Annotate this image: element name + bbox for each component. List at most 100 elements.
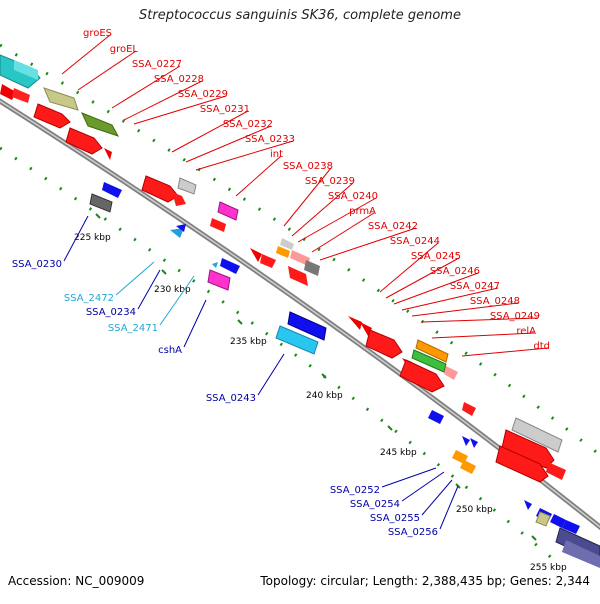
gene-label[interactable]: SSA_0248	[470, 296, 520, 307]
tick-mark	[321, 373, 327, 379]
label-leader-line	[115, 261, 155, 296]
gene-label[interactable]: SSA_0245	[411, 251, 461, 262]
feature-cds	[411, 349, 447, 373]
tick-label: 255 kbp	[530, 563, 567, 573]
gene-label[interactable]: SSA_0243	[206, 393, 256, 404]
label-leader-line	[235, 155, 282, 197]
feature-cds	[415, 339, 449, 363]
feature-cds	[460, 460, 476, 474]
feature-cds	[304, 260, 320, 276]
feature-cds	[102, 182, 122, 198]
gene-label[interactable]: SSA_0256	[388, 527, 438, 538]
gene-label[interactable]: SSA_2471	[108, 323, 158, 334]
feature-cds	[348, 316, 362, 330]
label-leader-line	[185, 125, 272, 163]
feature-cds	[428, 410, 444, 424]
guide-dots-lower	[0, 146, 561, 567]
feature-cds	[260, 254, 276, 268]
gene-label[interactable]: SSA_0229	[178, 89, 228, 100]
gene-label[interactable]: prmA	[349, 206, 376, 217]
label-leader-line	[439, 485, 459, 530]
gene-label[interactable]: SSA_0232	[223, 119, 273, 130]
upper-gene-labels: groES groEL SSA_0227SSA_0228SSA_0229SSA_02…	[61, 28, 550, 357]
label-leader-line	[283, 167, 332, 227]
gene-label[interactable]: SSA_0252	[330, 485, 380, 496]
label-leader-line	[61, 34, 111, 75]
feature-cds	[288, 266, 308, 286]
feature-cds	[176, 224, 186, 232]
label-leader-line	[431, 332, 535, 339]
gene-label[interactable]: cshA	[158, 345, 182, 356]
gene-label[interactable]: SSA_0227	[132, 59, 182, 70]
feature-cds	[43, 87, 79, 111]
feature-cds	[104, 148, 112, 160]
label-leader-line	[291, 182, 354, 237]
feature-cds	[546, 462, 566, 480]
feature-cds	[462, 402, 476, 416]
gene-label[interactable]: SSA_0228	[154, 74, 204, 85]
gene-label[interactable]: SSA_0242	[368, 221, 418, 232]
feature-cds	[172, 192, 186, 206]
gene-label[interactable]: SSA_0233	[245, 134, 295, 145]
label-leader-line	[461, 347, 549, 357]
gene-label[interactable]: SSA_2472	[64, 293, 114, 304]
tick-mark	[387, 425, 393, 431]
label-leader-line	[311, 212, 375, 253]
gene-label[interactable]: SSA_0239	[305, 176, 355, 187]
feature-cds	[210, 218, 226, 232]
feature-cds	[212, 262, 218, 268]
label-leader-line	[421, 317, 539, 323]
gene-label[interactable]: SSA_0238	[283, 161, 333, 172]
feature-cds	[562, 540, 600, 568]
gene-label[interactable]: SSA_0255	[370, 513, 420, 524]
gene-label[interactable]: SSA_0234	[86, 307, 136, 318]
feature-cds	[12, 88, 30, 103]
gene-label[interactable]: SSA_0247	[450, 281, 500, 292]
feature-cds	[33, 103, 71, 129]
feature-cds	[89, 193, 113, 213]
gene-label[interactable]: SSA_0246	[430, 266, 480, 277]
gene-label[interactable]: dtd	[533, 341, 550, 352]
label-leader-line	[401, 287, 499, 311]
feature-cds	[524, 500, 532, 510]
feature-cds	[170, 228, 184, 238]
gene-label[interactable]: groEL	[110, 44, 139, 55]
feature-cds	[399, 359, 445, 393]
label-leader-line	[171, 110, 249, 153]
feature-cds	[250, 248, 262, 262]
tick-mark	[161, 269, 167, 275]
gene-label[interactable]: SSA_0249	[490, 311, 540, 322]
gene-label[interactable]: SSA_0230	[12, 259, 62, 270]
gene-label[interactable]: SSA_0240	[328, 191, 378, 202]
feature-cds	[462, 436, 470, 446]
tick-label: 235 kbp	[230, 337, 267, 347]
feature-cds	[470, 438, 478, 448]
feature-cds	[562, 520, 580, 534]
gene-label[interactable]: SSA_0254	[350, 499, 400, 510]
tick-mark	[531, 535, 537, 541]
feature-track-upper	[0, 54, 566, 483]
tick-mark	[237, 319, 243, 325]
feature-cds	[535, 511, 551, 527]
accession-text: Accession: NC_009009	[8, 574, 145, 588]
gene-label[interactable]: SSA_0231	[200, 104, 250, 115]
label-leader-line	[421, 479, 453, 516]
gene-label[interactable]: relA	[516, 326, 536, 337]
map-title: Streptococcus sanguinis SK36, complete g…	[139, 8, 461, 23]
gene-label[interactable]: int	[270, 149, 283, 160]
feature-cds	[365, 329, 403, 359]
feature-cds	[444, 366, 458, 380]
feature-cds	[550, 514, 566, 528]
label-leader-line	[111, 65, 181, 109]
feature-cds	[511, 417, 563, 453]
guide-dots-upper	[0, 43, 600, 457]
feature-cds	[220, 258, 240, 274]
tick-label: 250 kbp	[456, 505, 493, 515]
label-leader-line	[63, 215, 89, 262]
tick-label: 240 kbp	[306, 391, 343, 401]
gene-label[interactable]: SSA_0244	[390, 236, 440, 247]
label-leader-line	[159, 275, 195, 326]
gene-label[interactable]: groES	[83, 28, 112, 39]
